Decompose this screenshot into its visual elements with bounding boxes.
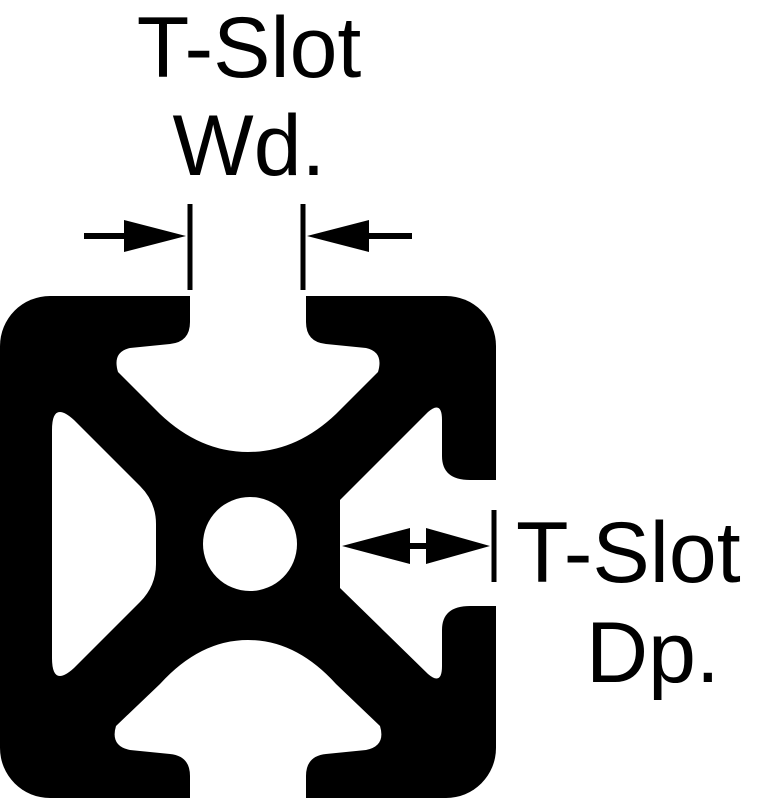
center-bore [203, 497, 297, 591]
slot-width-dimension [84, 204, 412, 290]
right-slot-upper [340, 407, 510, 540]
slot-depth-label-line2: Dp. [586, 605, 720, 701]
slot-depth-dimension [342, 510, 497, 582]
right-slot-lower [340, 540, 510, 679]
depth-arrow-left-head [342, 528, 410, 564]
slot-depth-label-line1: T-Slot [516, 505, 741, 601]
slot-width-label-line2: Wd. [173, 98, 326, 194]
top-slot-opening [116, 280, 380, 452]
slot-width-label-line1: T-Slot [137, 0, 362, 96]
width-arrow-right-head [307, 220, 369, 252]
profile-cutouts [52, 280, 510, 798]
left-cavity [52, 412, 156, 676]
bottom-slot-opening [114, 640, 382, 798]
width-arrow-left-head [124, 220, 186, 252]
depth-arrow-right-head [426, 528, 490, 564]
